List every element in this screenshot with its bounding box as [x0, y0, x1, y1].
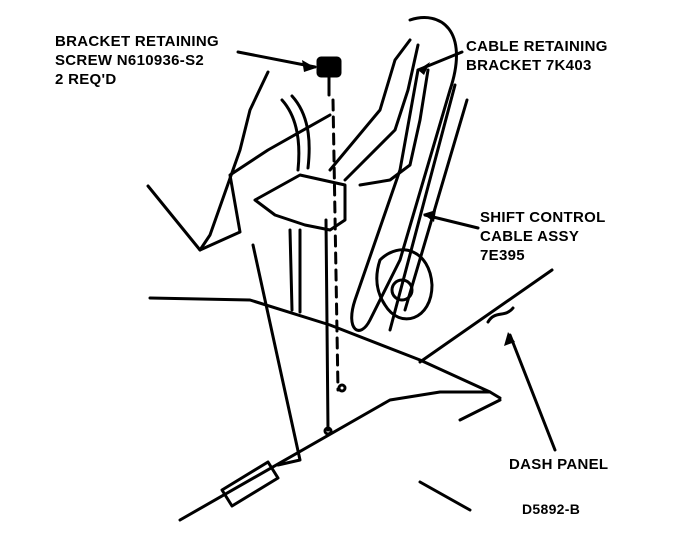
bracket-arm-a — [328, 38, 412, 172]
hole-upper — [337, 383, 347, 393]
panel-edge-left — [178, 390, 502, 522]
bracket-screw-callout: BRACKET RETAINING SCREW N610936-S2 2 REQ… — [55, 32, 219, 89]
grommet-center — [390, 278, 414, 302]
dash-panel-callout: DASH PANEL — [509, 455, 608, 474]
callout-line: BRACKET RETAINING — [55, 33, 219, 50]
body-contour-inner — [198, 70, 270, 252]
callout-line: CABLE RETAINING — [466, 38, 608, 55]
bracket-arm-c — [358, 68, 430, 187]
panel-edge-right — [418, 268, 554, 364]
dash-squiggle — [486, 306, 515, 324]
cable-bracket-callout: CABLE RETAINING BRACKET 7K403 — [466, 37, 608, 75]
callout-line: CABLE ASSY — [480, 228, 580, 245]
callout-line: DASH PANEL — [509, 456, 609, 473]
cable-line-b — [403, 98, 469, 312]
arrow-dash — [504, 332, 515, 346]
leader-dash — [508, 333, 557, 452]
cable-grommet — [375, 248, 434, 321]
rod-grip — [220, 460, 280, 508]
hose-left — [280, 94, 311, 172]
cable-line-a — [388, 83, 457, 332]
hole-lower — [323, 426, 333, 436]
shift-rod — [251, 243, 302, 467]
callout-line: 2 REQ'D — [55, 71, 117, 88]
callout-line: BRACKET 7K403 — [466, 57, 592, 74]
callout-line: SCREW N610936-S2 — [55, 52, 205, 69]
screw-axis — [331, 98, 340, 392]
hose-lower — [288, 228, 302, 314]
shift-cable-callout: SHIFT CONTROL CABLE ASSY 7E395 — [480, 208, 606, 265]
figure-id: D5892-B — [522, 501, 581, 517]
screw-head — [316, 56, 342, 78]
panel-edge-upper — [148, 296, 492, 394]
hole-axis — [324, 218, 330, 432]
leader-screw — [236, 50, 317, 69]
callout-line: 7E395 — [480, 247, 525, 264]
bracket-arm-b — [343, 43, 420, 182]
body-contour — [146, 113, 332, 252]
arrow-cable — [423, 210, 436, 222]
cable-sheath — [350, 16, 458, 332]
arrow-bracket — [418, 62, 430, 75]
arrow-screw — [302, 60, 316, 72]
callout-line: SHIFT CONTROL — [480, 209, 606, 226]
bracket-plate — [253, 173, 347, 232]
panel-edge-bottom — [418, 480, 472, 512]
panel-edge-lower — [458, 398, 502, 422]
